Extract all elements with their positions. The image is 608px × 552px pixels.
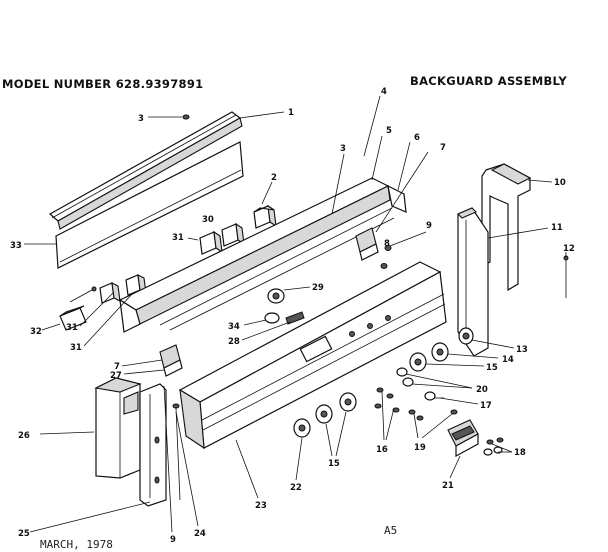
part-10-end-bracket <box>481 163 532 292</box>
part-15-knobs-front <box>315 392 357 424</box>
leader-lines <box>24 95 567 533</box>
part-33-backguard-panel <box>55 141 244 269</box>
callout-22: 22 <box>290 483 302 493</box>
part-28-clip <box>285 311 305 325</box>
callout-numbers: 1 3 2 3 4 5 6 7 8 9 10 11 12 13 14 15 20… <box>10 87 575 545</box>
part-23-control-panel <box>178 261 447 450</box>
part-31-switch-left-b <box>125 274 147 296</box>
callout-10: 10 <box>554 178 566 188</box>
callout-11: 11 <box>551 223 563 233</box>
part-27-bracket <box>159 344 183 377</box>
callout-31-left-a: 31 <box>66 323 78 333</box>
callout-18: 18 <box>514 448 526 458</box>
part-1-top-trim <box>48 111 243 230</box>
callout-9-bottom: 9 <box>170 535 176 545</box>
callout-2: 2 <box>271 173 277 183</box>
callout-12: 12 <box>563 244 575 254</box>
callout-19: 19 <box>414 443 426 453</box>
part-2-switch <box>253 204 277 229</box>
part-25-end-cap-inner <box>139 383 167 507</box>
callout-27: 27 <box>110 371 122 381</box>
callout-3-top: 3 <box>138 114 144 124</box>
callout-32: 32 <box>30 327 42 337</box>
part-9-screw-right <box>380 263 388 269</box>
callout-23: 23 <box>255 501 267 511</box>
part-31-switch-upper <box>199 230 223 255</box>
callout-34: 34 <box>228 322 240 332</box>
callout-3-mid: 3 <box>340 144 346 154</box>
callout-26: 26 <box>18 431 30 441</box>
callout-31-left-b: 31 <box>70 343 82 353</box>
callout-9-right: 9 <box>426 221 432 231</box>
part-13-knob <box>458 327 474 345</box>
callout-20: 20 <box>476 385 488 395</box>
part-26-end-cap <box>94 377 142 479</box>
callout-15-front: 15 <box>328 459 340 469</box>
callout-7-right: 7 <box>440 143 446 153</box>
callout-1: 1 <box>288 108 294 118</box>
callout-29: 29 <box>312 283 324 293</box>
part-11-side-panel <box>457 207 489 357</box>
part-16-screws <box>374 387 400 413</box>
callout-8: 8 <box>384 239 390 249</box>
publication-date: MARCH, 1978 <box>40 538 113 551</box>
sheet-code: A5 <box>384 524 398 537</box>
part-20-washer <box>396 367 414 387</box>
part-18-hardware <box>483 437 504 456</box>
callout-5: 5 <box>386 126 392 136</box>
callout-33: 33 <box>10 241 22 251</box>
part-19-clip <box>408 409 458 421</box>
part-14-knob <box>431 342 449 362</box>
callout-17: 17 <box>480 401 492 411</box>
part-8-screw <box>384 245 392 251</box>
part-31-switch-left-a <box>99 282 121 304</box>
callout-6: 6 <box>414 133 420 143</box>
callout-16: 16 <box>376 445 388 455</box>
part-17-lamp <box>424 391 444 401</box>
callout-7-left: 7 <box>114 362 120 372</box>
callout-13: 13 <box>516 345 528 355</box>
part-30-switch <box>221 222 245 247</box>
callout-28: 28 <box>228 337 240 347</box>
callout-21: 21 <box>442 481 454 491</box>
assembly-title: BACKGUARD ASSEMBLY <box>410 74 568 88</box>
part-12-screw <box>563 255 569 298</box>
part-29-thermostat <box>267 286 311 304</box>
part-32-timer <box>41 286 97 331</box>
part-7-bracket-right <box>355 227 379 261</box>
callout-25: 25 <box>18 529 30 539</box>
part-3-screw <box>148 114 190 120</box>
part-34-retainer <box>243 312 280 326</box>
callout-30: 30 <box>202 215 214 225</box>
part-15-knob-right <box>409 352 427 372</box>
callout-4: 4 <box>381 87 387 97</box>
part-21-socket <box>447 419 479 458</box>
part-5-channel <box>118 177 395 333</box>
part-24-screw <box>172 403 181 501</box>
callout-15-right: 15 <box>486 363 498 373</box>
callout-14: 14 <box>502 355 514 365</box>
callout-24: 24 <box>194 529 206 539</box>
callout-31-upper: 31 <box>172 233 184 243</box>
part-22-knob <box>293 418 311 438</box>
model-number-label: MODEL NUMBER 628.9397891 <box>2 77 204 91</box>
